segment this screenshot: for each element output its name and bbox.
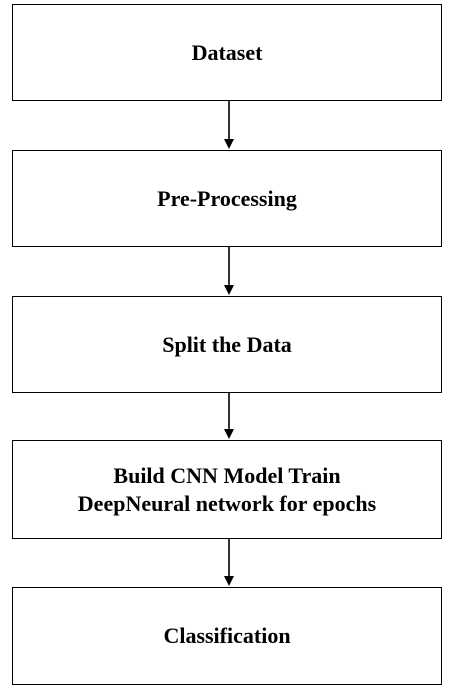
step-pre-processing-label: Pre-Processing <box>157 185 297 211</box>
arrow-3 <box>224 393 234 439</box>
step-dataset: Dataset <box>12 4 442 101</box>
arrow-2 <box>224 247 234 295</box>
step-classification: Classification <box>12 587 442 685</box>
arrow-4 <box>224 539 234 586</box>
step-pre-processing: Pre-Processing <box>12 150 442 247</box>
arrow-1 <box>224 101 234 149</box>
step-split-data-label: Split the Data <box>162 331 292 357</box>
step-dataset-label: Dataset <box>191 39 263 65</box>
step-build-cnn-model: Build CNN Model Train DeepNeural network… <box>12 440 442 539</box>
step-build-cnn-model-label: Build CNN Model Train DeepNeural network… <box>77 463 377 516</box>
step-classification-label: Classification <box>163 623 291 649</box>
step-split-data: Split the Data <box>12 296 442 393</box>
